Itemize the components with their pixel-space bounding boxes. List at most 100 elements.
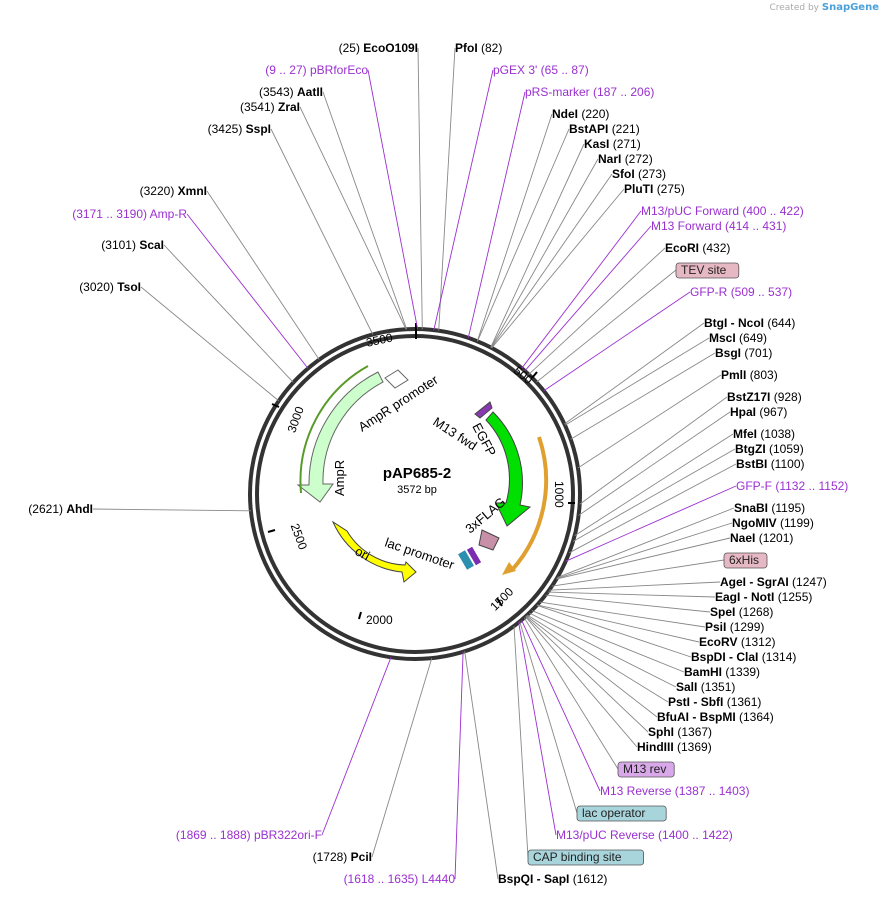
site-text: (3220) XmnI xyxy=(140,184,207,198)
site-label-ecorv[interactable]: EcoRV (1312) xyxy=(699,635,776,649)
site-label-ecori[interactable]: EcoRI (432) xyxy=(665,241,730,255)
site-coord: (1314) xyxy=(762,650,797,664)
site-label-bspqi-sapi[interactable]: BspQI - SapI (1612) xyxy=(498,872,607,886)
site-label-m13-puc-reverse[interactable]: M13/pUC Reverse (1400 .. 1422) xyxy=(556,828,733,842)
site-label-pbr322ori-f[interactable]: (1869 .. 1888) pBR322ori-F xyxy=(176,828,322,842)
site-label-pbrforeco[interactable]: (9 .. 27) pBRforEco xyxy=(265,63,368,77)
site-label-zrai[interactable]: (3541) ZraI xyxy=(240,100,300,114)
site-label-pcii[interactable]: (1728) PciI xyxy=(313,850,372,864)
site-label-bamhi[interactable]: BamHI (1339) xyxy=(684,665,760,679)
site-text: KasI (271) xyxy=(584,137,641,151)
site-coord: (509 .. 537) xyxy=(731,285,792,299)
site-label-gfp-r[interactable]: GFP-R (509 .. 537) xyxy=(690,285,792,299)
site-label-ngomiv[interactable]: NgoMIV (1199) xyxy=(732,516,814,530)
site-labels[interactable]: PfoI (82) pGEX 3' (65 .. 87) pRS-marker (1… xyxy=(28,41,848,886)
site-label-ecoo109i[interactable]: (25) EcoO109I xyxy=(339,41,418,55)
site-coord: (1400 .. 1422) xyxy=(658,828,733,842)
site-label-m13-puc-forward[interactable]: M13/pUC Forward (400 .. 422) xyxy=(641,204,804,218)
site-label-hindiii[interactable]: HindIII (1369) xyxy=(637,740,712,754)
site-label-psti-sbfi[interactable]: PstI - SbfI (1361) xyxy=(668,695,761,709)
leader-line-bspqi-sapi xyxy=(464,651,499,880)
site-label-spei[interactable]: SpeI (1268) xyxy=(710,605,773,619)
site-label-bfuai-bspmi[interactable]: BfuAI - BspMI (1364) xyxy=(657,710,774,724)
site-coord: (649) xyxy=(739,331,767,345)
leader-line-pfoi xyxy=(438,47,456,331)
site-label-ndei[interactable]: NdeI (220) xyxy=(552,107,609,121)
site-label-nari[interactable]: NarI (272) xyxy=(598,152,653,166)
site-label-lac-operator[interactable]: lac operator xyxy=(576,805,667,822)
site-label-sali[interactable]: SalI (1351) xyxy=(676,680,735,694)
site-label-tsoi[interactable]: (3020) TsoI xyxy=(79,280,141,294)
site-label-tev-site[interactable]: TEV site xyxy=(675,262,740,279)
site-label-kasi[interactable]: KasI (271) xyxy=(584,137,641,151)
site-label-bstz17i[interactable]: BstZ17I (928) xyxy=(727,390,802,404)
site-label-aatii[interactable]: (3543) AatII xyxy=(259,85,323,99)
site-text: BstZ17I (928) xyxy=(727,390,802,404)
site-label-sspi[interactable]: (3425) SspI xyxy=(208,122,271,136)
site-box-label: lac operator xyxy=(582,806,645,820)
enzyme-name: EagI xyxy=(715,590,740,604)
snapgene-logo-text: SnapGene xyxy=(821,2,879,13)
feature-ampr[interactable]: AmpR xyxy=(296,365,384,503)
leader-line-btgi-ncoi xyxy=(564,322,705,425)
site-label-xmni[interactable]: (3220) XmnI xyxy=(140,184,207,198)
enzyme-name: XmnI xyxy=(178,184,207,198)
site-label-eagi-noti[interactable]: EagI - NotI (1255) xyxy=(715,590,812,604)
site-label-pluti[interactable]: PluTI (275) xyxy=(624,182,685,196)
site-text: GFP-F (1132 .. 1152) xyxy=(736,479,848,493)
site-label-pmli[interactable]: PmlI (803) xyxy=(721,368,778,382)
enzyme-separator: - xyxy=(533,872,544,886)
site-label-bspdi-clai[interactable]: BspDI - ClaI (1314) xyxy=(691,650,796,664)
site-label-bsgi[interactable]: BsgI (701) xyxy=(715,346,772,360)
enzyme-name: SfoI xyxy=(612,167,635,181)
site-text: SpeI (1268) xyxy=(710,605,773,619)
site-label-sfoi[interactable]: SfoI (273) xyxy=(612,167,666,181)
enzyme-name: HpaI xyxy=(730,405,756,419)
site-label-pfoi[interactable]: PfoI (82) xyxy=(455,41,502,55)
feature-3xflag[interactable]: 3xFLAG xyxy=(462,494,508,551)
site-coord: (3020) xyxy=(79,280,114,294)
site-label-psii[interactable]: PsiI (1299) xyxy=(705,620,764,634)
site-label-hpai[interactable]: HpaI (967) xyxy=(730,405,787,419)
enzyme-name: SgrAI xyxy=(757,575,789,589)
site-label-6xhis[interactable]: 6xHis xyxy=(723,552,768,569)
leader-line-naei xyxy=(556,537,731,580)
site-label-m13-forward[interactable]: M13 Forward (414 .. 431) xyxy=(651,219,786,233)
site-label-pgex-3[interactable]: pGEX 3' (65 .. 87) xyxy=(493,63,589,77)
site-label-cap-binding-site[interactable]: CAP binding site xyxy=(527,849,644,866)
site-label-l4440[interactable]: (1618 .. 1635) L4440 xyxy=(344,872,456,886)
site-coord: (271) xyxy=(613,137,641,151)
site-label-bstapi[interactable]: BstAPI (221) xyxy=(569,122,640,136)
site-text: (25) EcoO109I xyxy=(339,41,418,55)
site-label-bstbi[interactable]: BstBI (1100) xyxy=(736,457,804,471)
site-text: SphI (1367) xyxy=(648,725,712,739)
site-label-ahdi[interactable]: (2621) AhdI xyxy=(28,502,93,516)
leader-line-psii xyxy=(539,601,706,628)
site-label-btgi-ncoi[interactable]: BtgI - NcoI (644) xyxy=(704,316,795,330)
site-label-mfei[interactable]: MfeI (1038) xyxy=(733,427,795,441)
feature-ori[interactable]: ori xyxy=(331,520,417,583)
site-label-sphi[interactable]: SphI (1367) xyxy=(648,725,712,739)
leader-line-l4440 xyxy=(454,651,464,880)
feature-orange-arc[interactable] xyxy=(502,436,549,575)
site-label-snabi[interactable]: SnaBI (1195) xyxy=(734,501,805,515)
enzyme-name: ZraI xyxy=(278,100,300,114)
site-label-prs-marker[interactable]: pRS-marker (187 .. 206) xyxy=(525,85,654,99)
site-label-scai[interactable]: (3101) ScaI xyxy=(101,238,164,252)
leader-line-hindiii xyxy=(525,616,638,748)
site-label-m13-reverse[interactable]: M13 Reverse (1387 .. 1403) xyxy=(600,784,749,798)
site-coord: (1351) xyxy=(701,680,736,694)
site-label-agei-sgrai[interactable]: AgeI - SgrAI (1247) xyxy=(720,575,827,589)
site-label-msci[interactable]: MscI (649) xyxy=(709,331,767,345)
site-label-gfp-f[interactable]: GFP-F (1132 .. 1152) xyxy=(736,479,848,493)
primer-name: GFP-R xyxy=(690,285,728,299)
site-label-naei[interactable]: NaeI (1201) xyxy=(730,531,793,545)
enzyme-name: BspQI xyxy=(498,872,533,886)
site-label-amp-r[interactable]: (3171 .. 3190) Amp-R xyxy=(72,207,187,221)
tick-2500: 2500 xyxy=(288,522,310,552)
site-label-btgzi[interactable]: BtgZI (1059) xyxy=(735,442,804,456)
site-label-m13-rev[interactable]: M13 rev xyxy=(617,761,675,778)
leader-line-m13-forward xyxy=(524,225,652,372)
site-text: BsgI (701) xyxy=(715,346,772,360)
